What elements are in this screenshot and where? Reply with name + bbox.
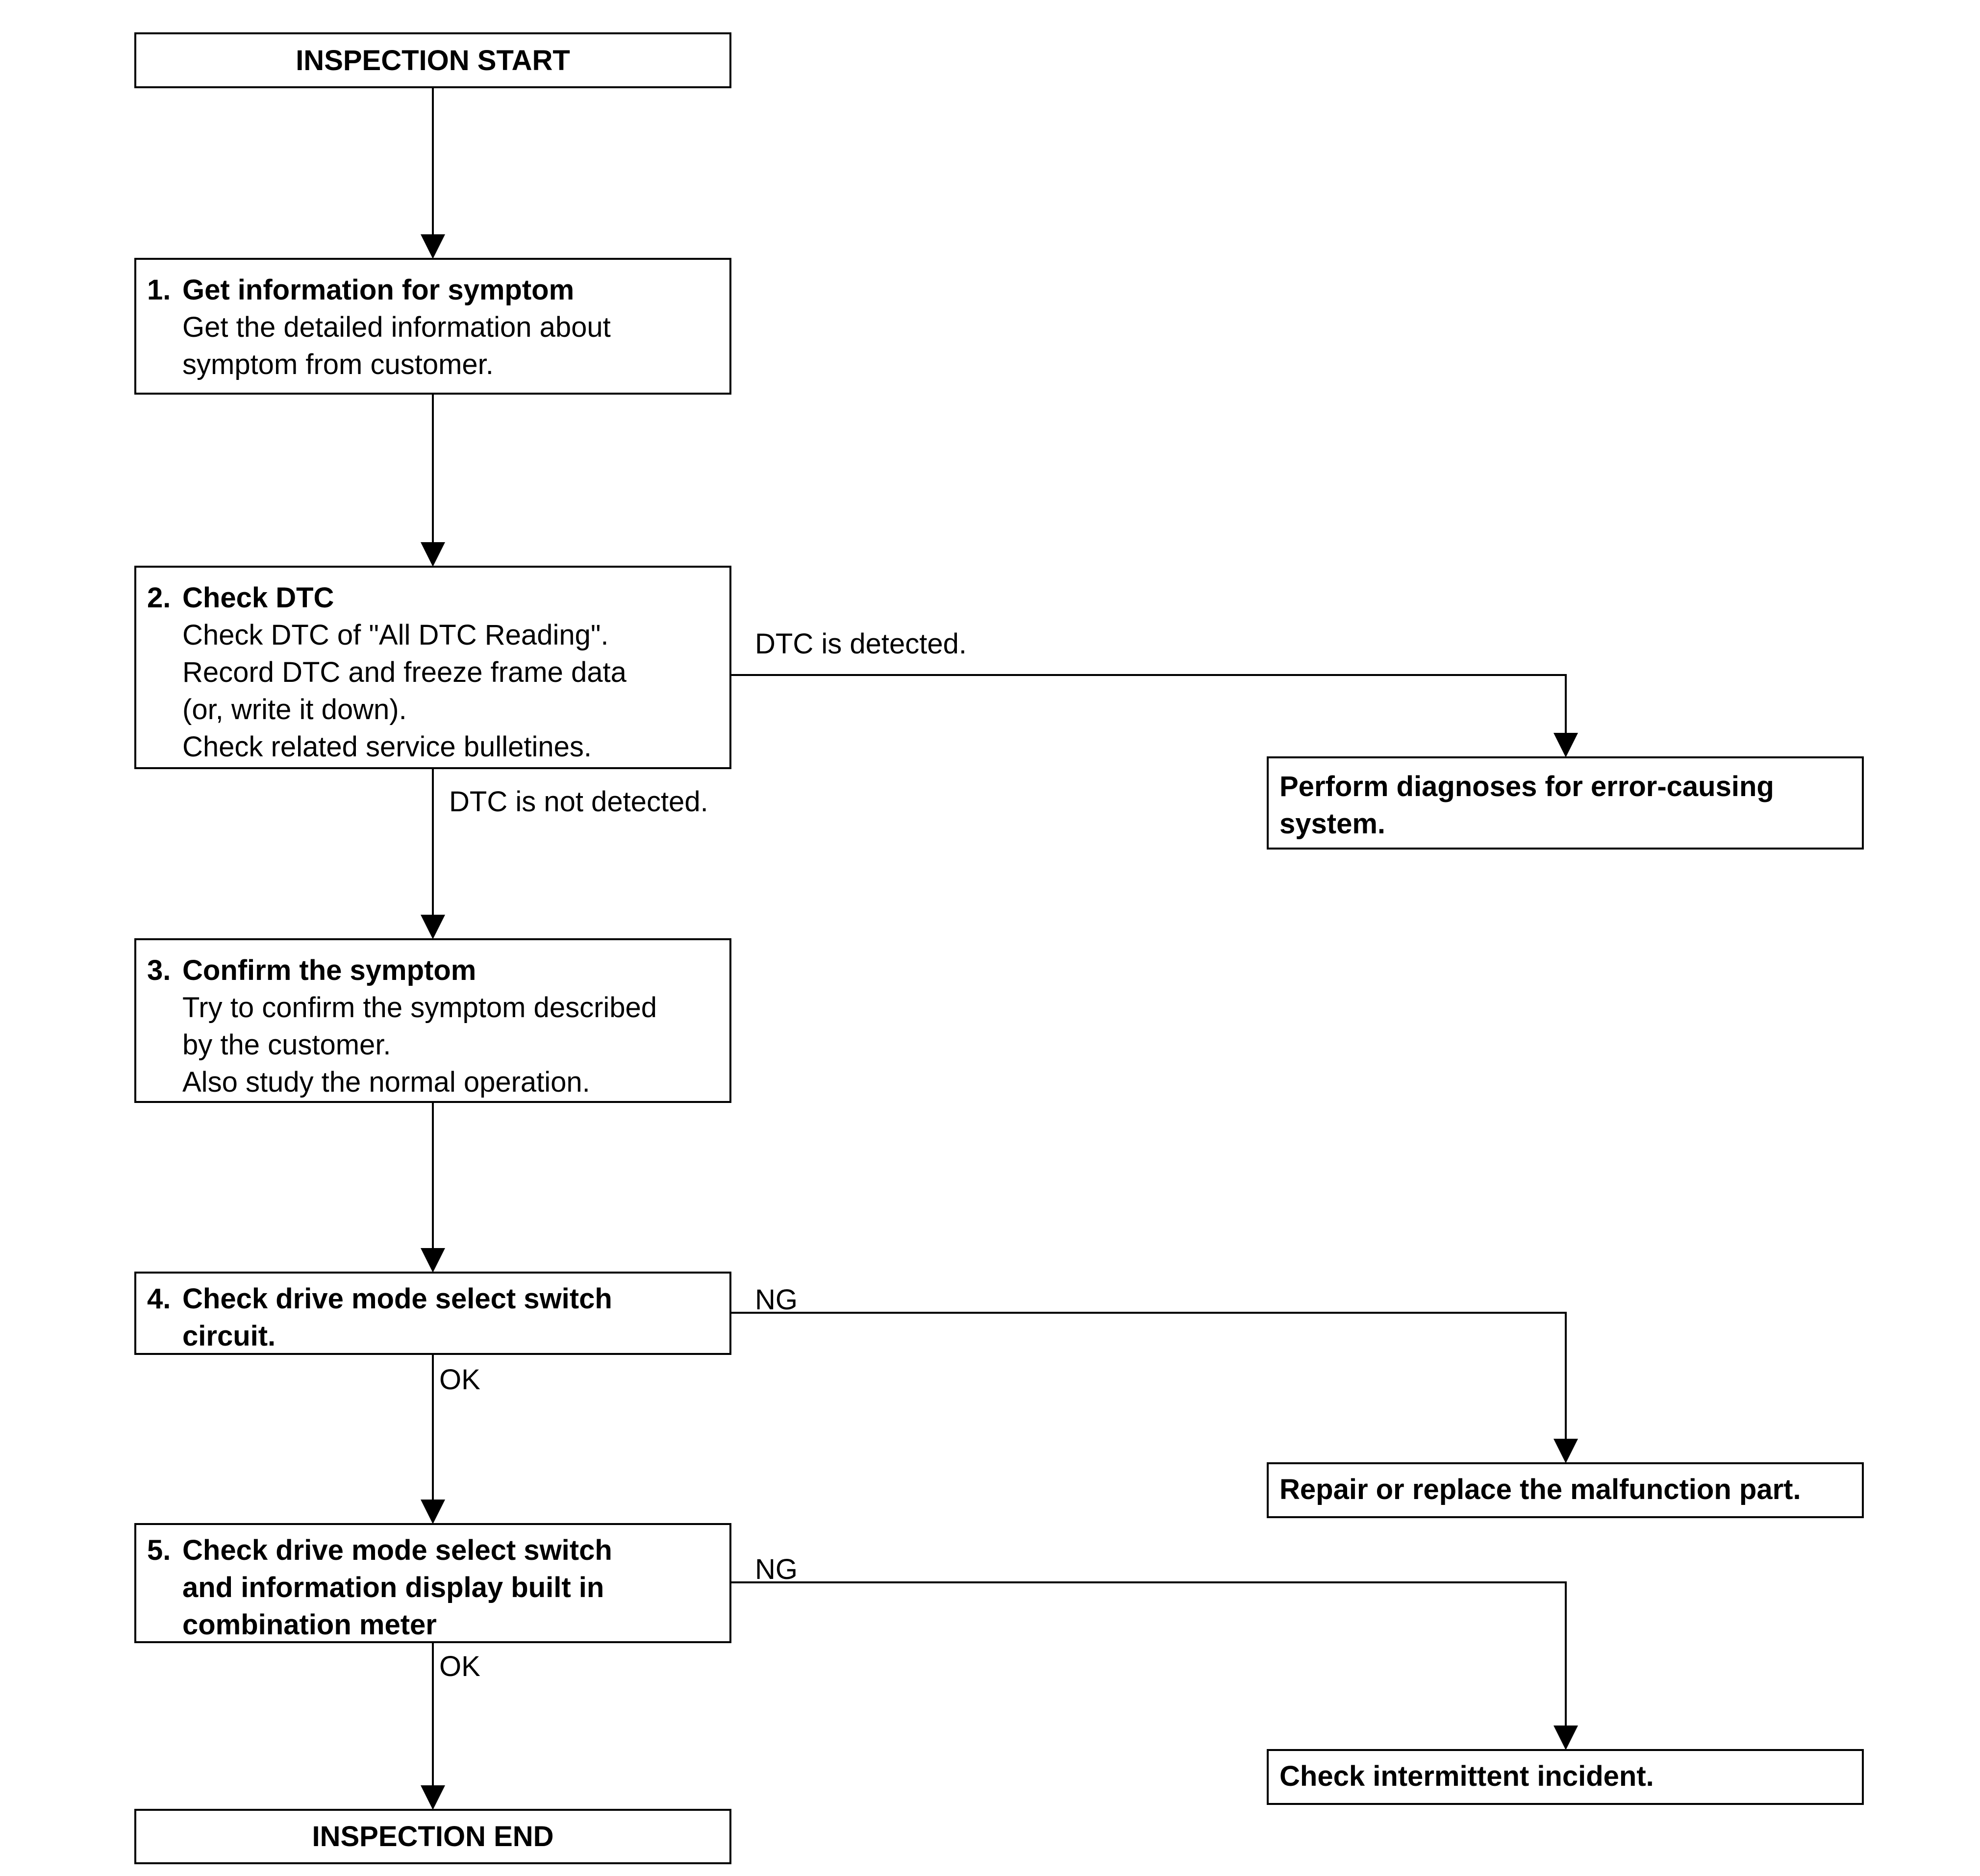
step-3-line: Try to confirm the symptom described	[182, 992, 657, 1024]
inspection-start-box: INSPECTION START	[134, 32, 731, 88]
dtc-diagnosis-result-line: Perform diagnoses for error-causing	[1279, 771, 1774, 802]
inspection-end-box: INSPECTION END	[134, 1809, 731, 1864]
arrowhead-repair	[1554, 1439, 1578, 1463]
step-5-ok-label: OK	[439, 1651, 480, 1682]
step-1-number: 1.	[147, 274, 171, 306]
arrowhead-step4	[421, 1248, 445, 1273]
arrowhead-step2	[421, 542, 445, 567]
step-5-ng-label: NG	[755, 1553, 798, 1585]
arrowhead-intermittent	[1554, 1726, 1578, 1750]
step-5-title: Check drive mode select switch	[182, 1534, 612, 1566]
dtc-not-detected-label: DTC is not detected.	[449, 786, 708, 818]
step-1-title: Get information for symptom	[182, 274, 575, 306]
step-4-number: 4.	[147, 1283, 171, 1315]
step-5-number: 5.	[147, 1534, 171, 1566]
step-5-box: 5. Check drive mode select switch and inf…	[134, 1523, 731, 1643]
dtc-detected-label: DTC is detected.	[755, 628, 967, 660]
repair-result-text: Repair or replace the malfunction part.	[1279, 1474, 1801, 1505]
dtc-diagnosis-result-line: system.	[1279, 808, 1386, 840]
step-4-box: 4. Check drive mode select switch circuit…	[134, 1272, 731, 1355]
step-5-line: and information display built in	[182, 1572, 604, 1603]
step-1-line: Get the detailed information about	[182, 311, 611, 343]
inspection-start-label: INSPECTION START	[296, 44, 570, 76]
connector-step2-to-dtc-result	[730, 674, 1567, 733]
step-1-line: symptom from customer.	[182, 349, 494, 380]
arrowhead-step1	[421, 234, 445, 259]
step-2-line: Check DTC of "All DTC Reading".	[182, 619, 609, 651]
repair-result-box: Repair or replace the malfunction part.	[1267, 1462, 1864, 1518]
step-4-line: circuit.	[182, 1320, 276, 1352]
step-3-box: 3. Confirm the symptom Try to confirm the…	[134, 938, 731, 1103]
step-4-ng-label: NG	[755, 1284, 798, 1316]
step-2-line: Check related service bulletines.	[182, 731, 592, 763]
arrowhead-step3	[421, 915, 445, 939]
step-2-title: Check DTC	[182, 582, 334, 614]
arrowhead-step5	[421, 1500, 445, 1524]
step-4-ok-label: OK	[439, 1364, 480, 1396]
step-3-title: Confirm the symptom	[182, 954, 476, 986]
arrowhead-dtc-result	[1554, 733, 1578, 757]
step-1-box: 1. Get information for symptom Get the de…	[134, 258, 731, 395]
step-3-number: 3.	[147, 954, 171, 986]
step-5-line: combination meter	[182, 1609, 437, 1641]
step-2-box: 2. Check DTC Check DTC of "All DTC Readin…	[134, 566, 731, 769]
connector-step5-to-intermittent	[730, 1581, 1567, 1726]
arrowhead-end	[421, 1785, 445, 1810]
dtc-diagnosis-result-box: Perform diagnoses for error-causing syst…	[1267, 756, 1864, 850]
step-3-line: Also study the normal operation.	[182, 1066, 590, 1098]
intermittent-result-text: Check intermittent incident.	[1279, 1760, 1654, 1792]
step-4-title: Check drive mode select switch	[182, 1283, 612, 1315]
connector-step4-to-repair	[730, 1312, 1567, 1439]
step-3-line: by the customer.	[182, 1029, 391, 1061]
step-2-number: 2.	[147, 582, 171, 614]
step-2-line: Record DTC and freeze frame data	[182, 656, 627, 688]
step-2-line: (or, write it down).	[182, 694, 407, 725]
inspection-end-label: INSPECTION END	[312, 1821, 554, 1852]
intermittent-result-box: Check intermittent incident.	[1267, 1749, 1864, 1805]
